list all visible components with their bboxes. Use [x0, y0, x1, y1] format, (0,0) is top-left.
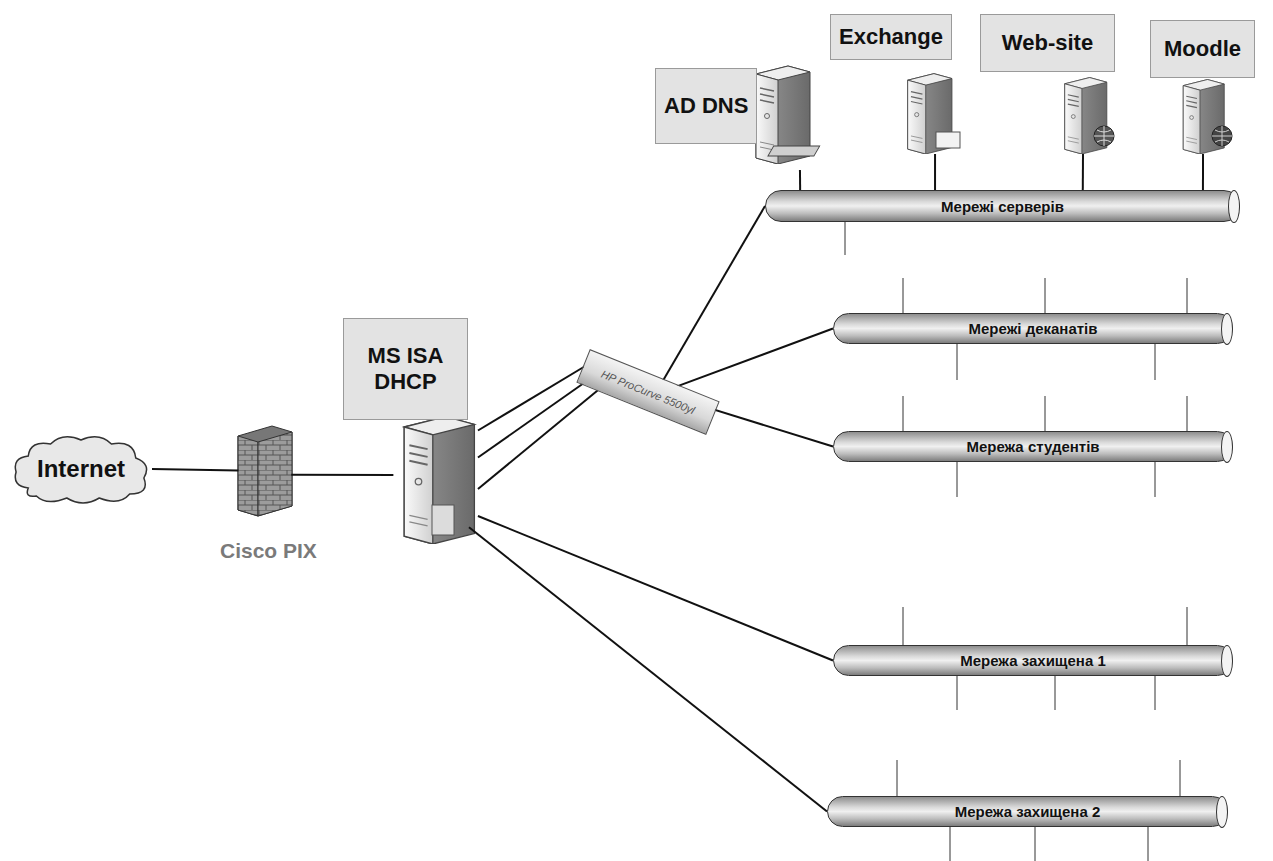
node-label: MS ISA DHCP	[352, 343, 459, 396]
network-bus: Мережа захищена 2	[827, 796, 1228, 827]
bus-end	[1228, 190, 1240, 223]
node-label: Мережа захищена 1	[960, 652, 1106, 669]
network-link	[291, 474, 393, 476]
node-label: Мережа захищена 2	[955, 803, 1101, 820]
network-link	[671, 329, 833, 389]
node-label: Moodle	[1164, 36, 1241, 62]
bus-end	[1221, 431, 1233, 463]
network-bus: Мережі деканатів	[833, 313, 1233, 344]
switch-box: HP ProCurve 5500yl	[576, 349, 719, 435]
server-icon	[404, 417, 474, 544]
node-label: HP ProCurve 5500yl	[599, 368, 696, 417]
server-card	[768, 146, 820, 156]
server-node: AD DNS	[655, 68, 815, 170]
node-label: AD DNS	[664, 93, 748, 119]
globe-icon	[1094, 126, 1114, 146]
network-link	[934, 154, 936, 190]
network-link	[469, 527, 827, 811]
network-link	[478, 378, 591, 457]
globe-lines	[1212, 126, 1232, 146]
bus-end	[1216, 796, 1228, 828]
bus-end	[1221, 313, 1233, 345]
node-label: Exchange	[839, 24, 943, 50]
bus-end	[1221, 645, 1233, 677]
firewall-bricks	[238, 436, 258, 516]
network-link	[478, 390, 598, 489]
globe-lines	[1094, 126, 1114, 146]
firewall-bricks	[258, 432, 292, 516]
server-node: Web-site	[980, 14, 1115, 154]
node-label: Internet	[37, 455, 125, 483]
network-bus: Мережі серверів	[765, 190, 1240, 222]
node-label: Мережа студентів	[966, 438, 1099, 455]
network-link	[478, 516, 833, 661]
node-label: Cisco PIX	[220, 539, 317, 563]
server-node: Exchange	[830, 14, 960, 154]
label-box: Web-site	[980, 14, 1115, 72]
network-bus: Мережа студентів	[833, 431, 1233, 462]
label-box: MS ISA DHCP	[343, 318, 468, 420]
network-link	[662, 206, 765, 382]
network-link	[799, 170, 801, 190]
label-box: AD DNS	[655, 68, 757, 144]
network-link	[152, 469, 238, 471]
network-bus: Мережа захищена 1	[833, 645, 1233, 676]
firewall-icon	[238, 426, 292, 516]
node-label: Мережі серверів	[941, 198, 1064, 215]
network-link	[1082, 154, 1084, 190]
server-node: Moodle	[1150, 20, 1255, 154]
cloud-shape: Internet	[10, 432, 152, 506]
node-label: Web-site	[1002, 30, 1093, 56]
server-disk	[432, 505, 454, 535]
label-box: Moodle	[1150, 20, 1255, 78]
globe-icon	[1212, 126, 1232, 146]
node-label: Мережі деканатів	[969, 320, 1098, 337]
server-node: MS ISA DHCP	[343, 318, 483, 543]
firewall-node: Cisco PIX	[200, 425, 337, 563]
network-link	[1202, 154, 1204, 190]
mail-icon	[936, 132, 960, 148]
label-box: Exchange	[830, 14, 952, 60]
